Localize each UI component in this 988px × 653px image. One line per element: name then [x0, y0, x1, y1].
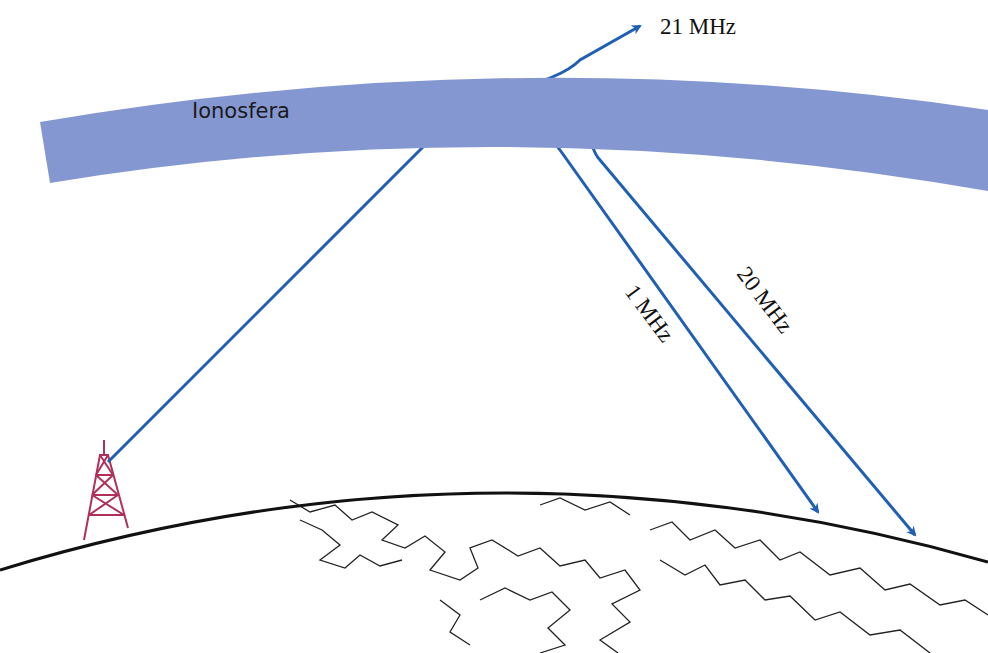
frequency-label: 21 MHz — [660, 14, 736, 40]
radio-tower — [84, 440, 128, 540]
ionosphere-band: Ionosfera — [0, 55, 988, 200]
band-label: Ionosfera — [192, 99, 290, 123]
earth-surface — [0, 493, 988, 570]
frequency-label: 1 MHz — [619, 280, 679, 347]
coastline — [290, 498, 988, 653]
band-shape — [0, 55, 988, 200]
